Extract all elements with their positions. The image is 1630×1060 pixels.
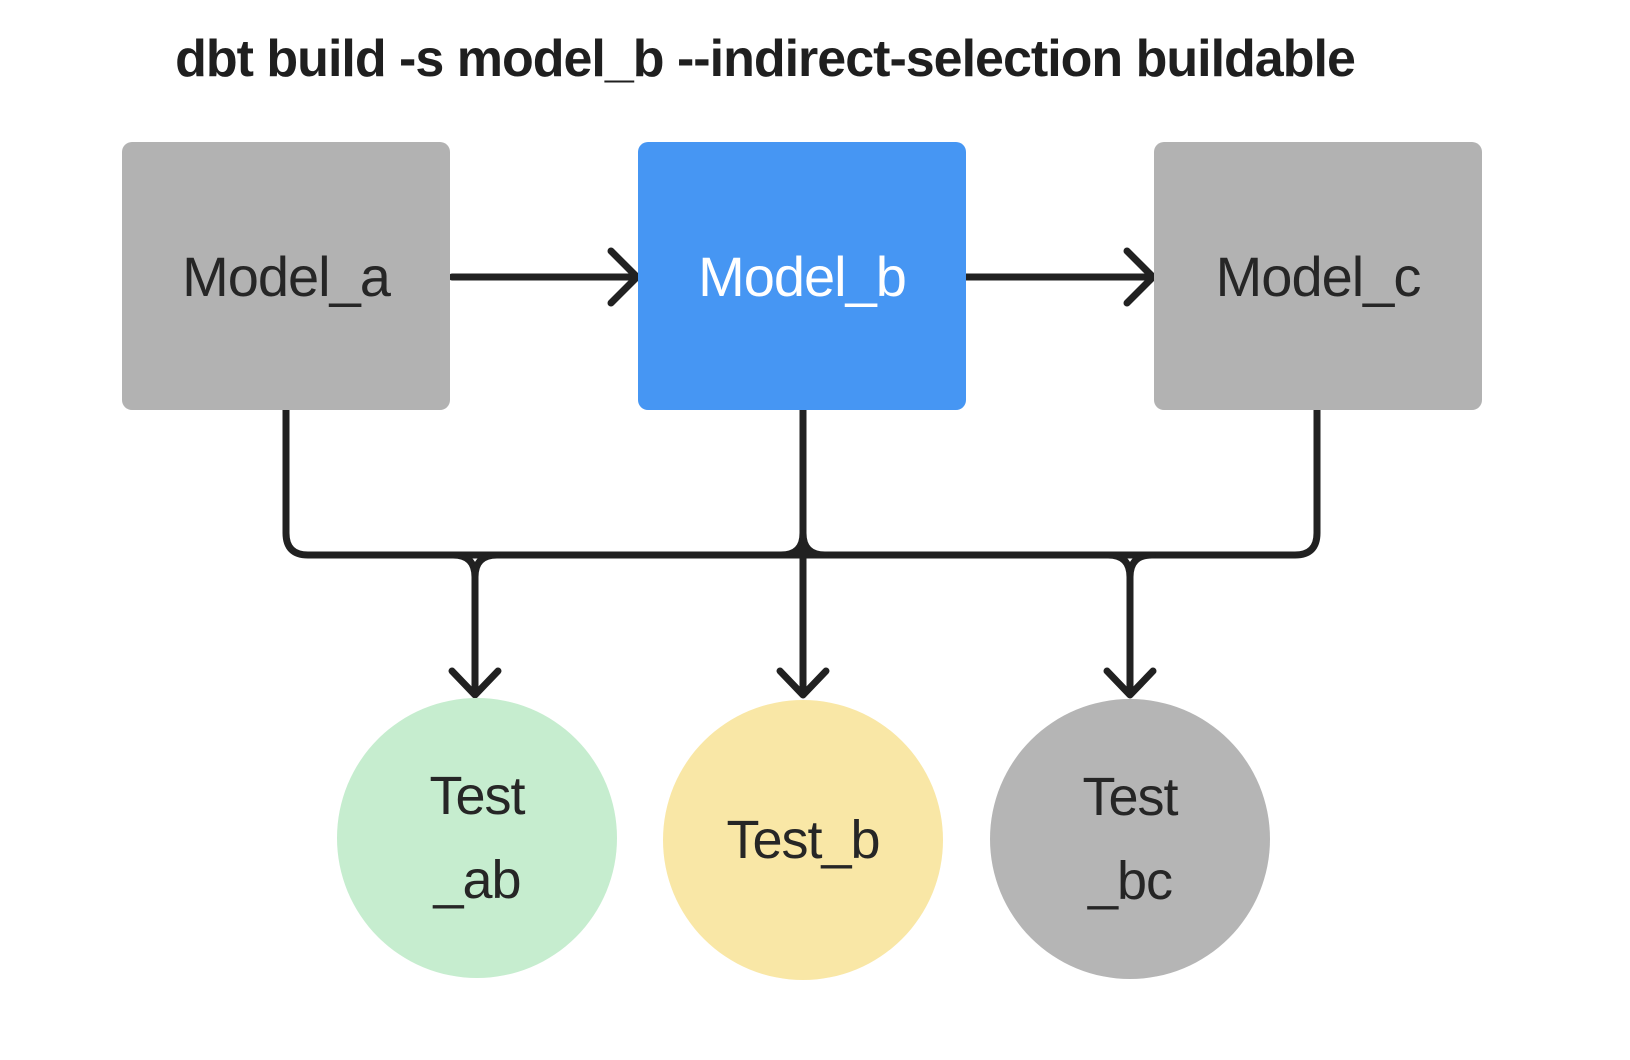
node-label: Model_c [1215,244,1422,308]
node-model-b-selected: Model_b [638,142,966,410]
node-model-a: Model_a [122,142,450,410]
arrowhead-down-icon [448,667,502,699]
arrowhead-right-icon [1123,247,1157,307]
node-label-line: _ab [433,850,521,910]
node-test-b: Test_b [663,700,943,980]
diagram-title: dbt build -s model_b --indirect-selectio… [175,30,1356,88]
node-label-line: Test [429,766,525,826]
node-model-c: Model_c [1154,142,1482,410]
edge-fillet [799,529,829,559]
node-test-ab: Test _ab [337,698,617,978]
arrowhead-down-icon [1103,667,1157,699]
node-test-bc: Test _bc [990,699,1270,979]
node-label: Model_a [182,244,391,308]
arrowhead-down-icon [776,667,830,699]
node-label-line: Test_b [726,810,880,870]
node-label-line: _bc [1087,851,1173,911]
node-label-line: Test [1082,767,1178,827]
arrowhead-right-icon [607,247,641,307]
node-label: Model_b [698,244,907,308]
